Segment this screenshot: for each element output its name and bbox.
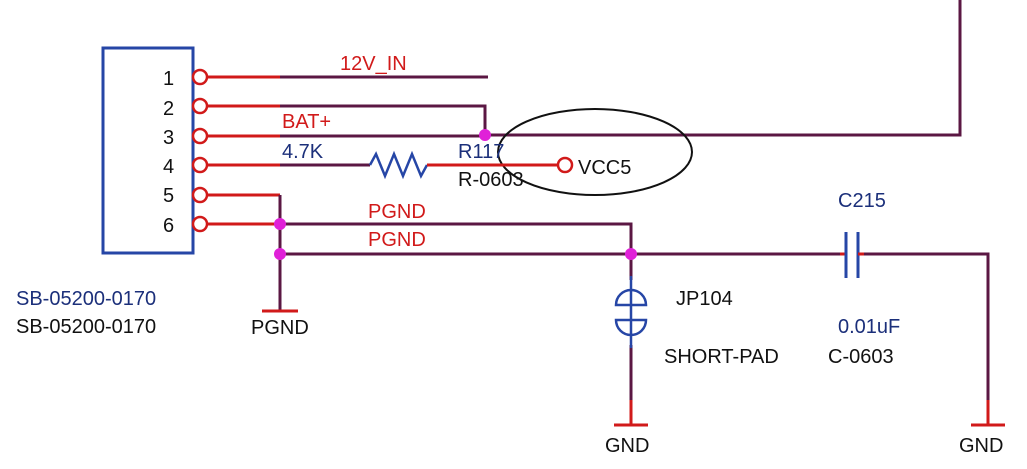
net-wires [278,75,990,400]
wire-pgnd-top [280,222,633,254]
junction-pgnd-1 [274,218,286,230]
net-label-bat: BAT+ [282,111,331,133]
junction-dots [274,129,637,260]
net-label-pgnd-a: PGND [368,201,426,223]
pin-circle-2 [191,97,209,115]
pin-circle-6 [191,215,209,233]
junction-bat-node [479,129,491,141]
resistor-r117-symbol [368,150,429,180]
connector-pins [191,68,209,233]
pin-number-2: 2 [163,98,174,120]
net-label-vcc5: VCC5 [578,157,631,179]
net-label-12v-in: 12V_IN [340,53,407,75]
pin-number-1: 1 [163,68,174,90]
vcc-bus-wire [485,0,962,137]
pin-circle-5 [191,186,209,204]
capacitor-value: 0.01uF [838,316,900,338]
pgnd-ground-label: PGND [251,317,309,339]
connector-body [101,46,195,255]
wire-pin2 [280,104,487,135]
wire-cap-right [862,252,990,400]
resistor-ref: R117 [458,141,504,163]
vcc5-port [556,156,574,174]
capacitor-c215-symbol [840,232,864,278]
jumper-ref: JP104 [676,288,733,310]
resistor-value: 4.7K [282,141,324,163]
pin-circle-4 [191,156,209,174]
capacitor-ref: C215 [838,190,886,212]
pin-number-5: 5 [163,185,174,207]
connector-part-number-2: SB-05200-0170 [16,316,156,338]
gnd-ground-label-1: GND [605,435,649,457]
net-label-pgnd-b: PGND [368,229,426,251]
connector-part-number-1: SB-05200-0170 [16,288,156,310]
ground-symbols [262,309,1005,427]
pin-stubs [207,75,280,226]
pin-number-6: 6 [163,215,174,237]
junction-pgnd-2 [274,248,286,260]
gnd-ground-label-2: GND [959,435,1003,457]
jumper-jp104-symbol [614,276,648,348]
jumper-type: SHORT-PAD [664,346,779,368]
pin-circle-1 [191,68,209,86]
pin-circle-3 [191,127,209,145]
pin-number-4: 4 [163,156,174,178]
pin-number-3: 3 [163,127,174,149]
junction-pgnd-3 [625,248,637,260]
highlight-circle [497,108,693,196]
capacitor-package: C-0603 [828,346,894,368]
resistor-package: R-0603 [458,169,524,191]
